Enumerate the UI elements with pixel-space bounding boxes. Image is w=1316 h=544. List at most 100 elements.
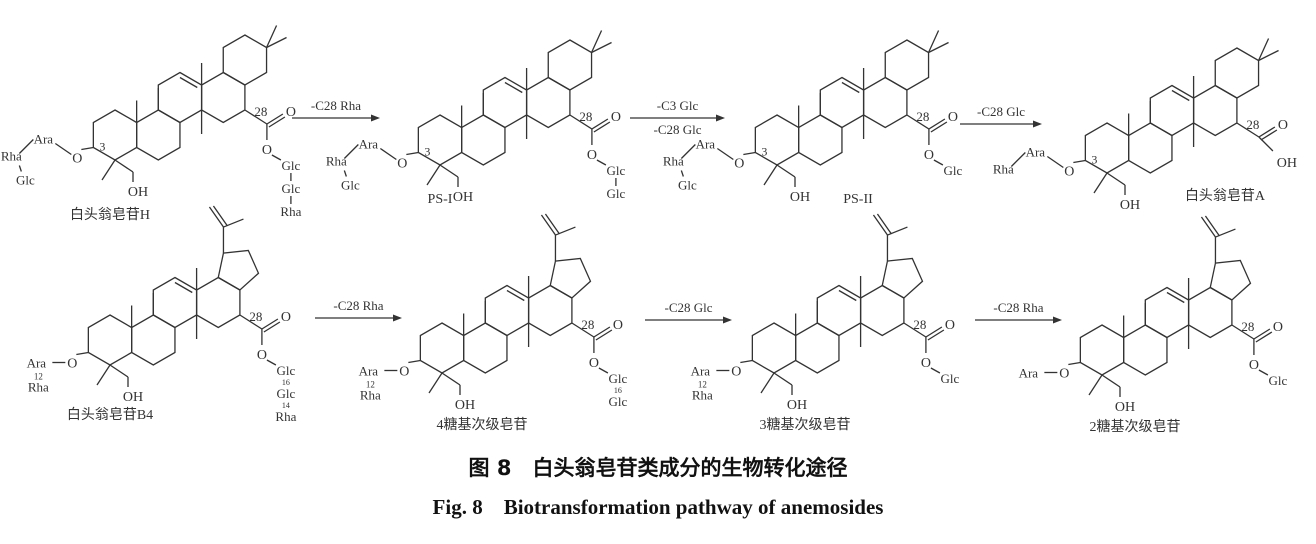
ester-oxygen-label: O <box>924 148 934 163</box>
c28-label: 28 <box>916 109 929 124</box>
bond <box>773 372 793 386</box>
carbonyl-bond <box>263 321 281 333</box>
carbonyl-bond <box>268 116 286 128</box>
isopropenyl-methyl <box>887 226 908 236</box>
methyl <box>1257 38 1270 61</box>
ring-e-pentagon <box>1209 259 1252 301</box>
glycosidic-bond <box>343 170 347 177</box>
c3-oxygen-label: O <box>1059 367 1069 382</box>
hydroxyl-label: OH <box>128 185 148 200</box>
carbonyl-oxygen-label: O <box>611 110 621 125</box>
glycosidic-bond <box>598 367 609 374</box>
ring <box>461 114 506 166</box>
isopropenyl-double-bond <box>876 213 892 235</box>
carbonyl-bond <box>927 329 945 341</box>
ring <box>1123 324 1168 376</box>
sugar-label: Glc <box>16 173 35 188</box>
bond <box>81 146 94 151</box>
linkage-label: 14 <box>282 401 290 410</box>
carbonyl-bond <box>261 318 279 330</box>
double-bond <box>179 76 198 89</box>
carbonyl-oxygen-label: O <box>948 110 958 125</box>
ester-oxygen-label: O <box>257 348 267 363</box>
glycosidic-bond <box>18 139 34 154</box>
hydroxyl-label: OH <box>453 190 473 205</box>
bond <box>1106 172 1126 186</box>
carbonyl-oxygen-label: O <box>281 310 291 325</box>
compound-name: 白头翁皂苷B4 <box>67 407 153 423</box>
carbonyl-bond <box>1260 129 1278 141</box>
carbonyl-oxygen-label: O <box>1278 118 1288 133</box>
reaction-condition: -C28 Glc <box>977 104 1025 119</box>
isopropenyl-double-bond <box>872 214 888 236</box>
arrowhead-icon <box>393 314 402 322</box>
sugar-label: Rha <box>275 409 296 424</box>
bond <box>439 164 459 178</box>
ring <box>795 322 840 374</box>
figure-caption-chinese: 图 8 白头翁皂苷类成分的生物转化途径 <box>468 456 848 480</box>
compound-name: PS-I <box>428 192 453 207</box>
methyl <box>428 372 443 394</box>
sugar-label: Rha <box>28 380 49 395</box>
bond <box>1231 324 1255 340</box>
methyl <box>266 36 287 49</box>
compound-name: 白头翁皂苷H <box>70 207 150 223</box>
ring <box>131 314 176 366</box>
sugar-label: Ara <box>359 364 379 379</box>
arrowhead-icon <box>1033 120 1042 128</box>
methyl <box>760 372 775 394</box>
sugar-label: Ara <box>1019 366 1039 381</box>
glycosidic-bond <box>933 159 944 166</box>
bond <box>109 364 129 378</box>
carbonyl-oxygen-label: O <box>1273 320 1283 335</box>
reaction-condition: -C28 Rha <box>993 300 1043 315</box>
ring <box>136 109 181 161</box>
ring <box>1079 324 1125 376</box>
methyl <box>1088 374 1103 396</box>
c28-label: 28 <box>1246 117 1259 132</box>
ring <box>1187 286 1233 339</box>
arrowhead-icon <box>716 114 725 122</box>
ring <box>819 76 865 129</box>
methyl <box>96 364 111 386</box>
isopropenyl-methyl <box>555 226 576 236</box>
double-bond <box>841 81 860 94</box>
c3-oxygen-label: O <box>731 365 741 380</box>
ring <box>862 76 908 129</box>
double-bond <box>1171 89 1190 102</box>
bond <box>406 151 419 156</box>
bond <box>776 164 796 178</box>
ring <box>1149 84 1195 137</box>
glycosidic-bond <box>271 154 282 161</box>
carbonyl-oxygen-label: O <box>286 105 296 120</box>
glycosidic-bond <box>680 170 684 177</box>
sugar-label: Rha <box>280 204 301 219</box>
bond <box>1068 361 1081 366</box>
position-3-label: 3 <box>1091 153 1097 167</box>
sugar-label: Glc <box>678 178 697 193</box>
carbonyl-bond <box>593 326 611 338</box>
reaction-arrow: -C28 Glc <box>645 300 732 324</box>
glycosidic-bond <box>930 367 941 374</box>
methyl <box>928 41 949 54</box>
ring-e-pentagon <box>217 249 260 291</box>
bond <box>1073 159 1086 164</box>
ring <box>484 284 530 337</box>
bond <box>408 359 421 364</box>
linkage-label: 12 <box>34 372 43 382</box>
ring <box>751 322 797 374</box>
bond <box>76 351 89 356</box>
c3-oxygen-label: O <box>67 357 77 372</box>
position-3-label: 3 <box>761 145 767 159</box>
c28-label: 28 <box>913 317 926 332</box>
bond <box>1236 122 1260 138</box>
sugar-label: Glc <box>609 394 628 409</box>
hydroxyl-label: OH <box>455 398 475 413</box>
ring <box>222 34 268 86</box>
reaction-arrow: -C3 Glc-C28 Glc <box>630 98 725 137</box>
compound-name: 3糖基次级皂苷 <box>760 416 851 433</box>
sugar-label: Glc <box>607 186 626 201</box>
reaction-condition: -C28 Rha <box>333 298 383 313</box>
